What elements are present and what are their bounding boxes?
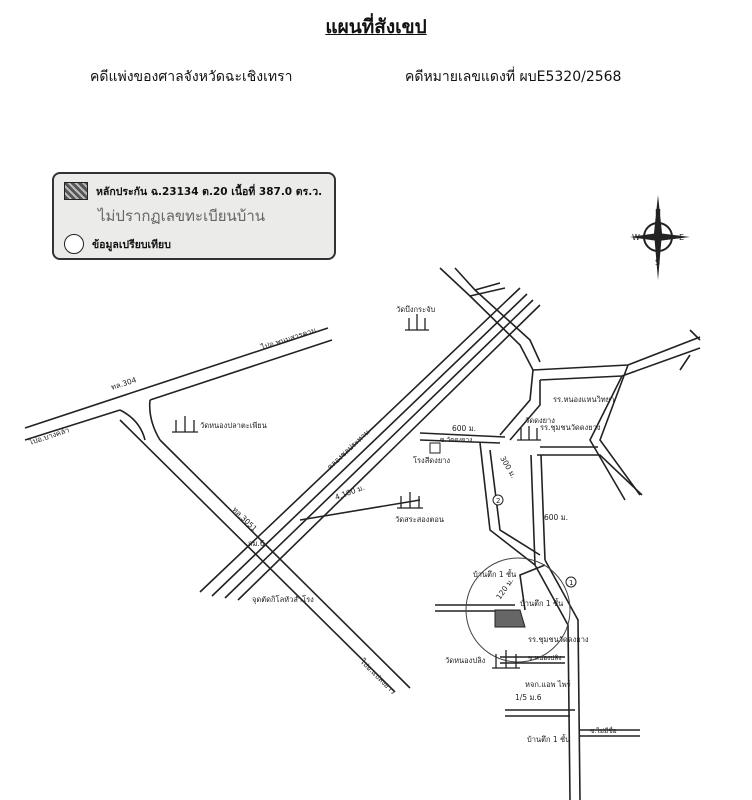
label-dist-600a: 600 ม. (452, 424, 476, 433)
temple-icon (172, 416, 198, 433)
temple-icon (492, 650, 520, 669)
label-hwy3051: ทล.3051 (231, 505, 259, 533)
label-wat-nongpling: วัดหนองปลิง (445, 656, 486, 665)
label-wat-sasong: วัดสระสองตอน (395, 515, 444, 524)
label-dist-600b: 600 ม. (544, 513, 568, 522)
label-wat-nongpla: วัดหนองปลาตะเพียน (200, 421, 267, 430)
label-to-bangkhla: ไปอ.บางคล้า (27, 425, 71, 447)
label-house2: บ้านตึก 1 ชั้น (520, 598, 563, 608)
temple-icon (397, 492, 423, 509)
svg-text:E: E (679, 233, 684, 242)
label-soi-nongpling: ซ.หนองปลิง (528, 654, 562, 662)
road-marker-1 (565, 576, 577, 588)
svg-text:W: W (632, 233, 640, 242)
label-dist-300: 300 ม. (498, 455, 518, 480)
collateral-plot (494, 609, 526, 628)
label-wat-bueng: วัดบึงกระจับ (396, 305, 435, 314)
label-dist-4100: 4,100 ม. (334, 483, 366, 502)
road-marker-1-label: 1 (569, 579, 573, 587)
label-junction: จุดตัดกิโลหัวสำโรง (252, 595, 314, 604)
svg-text:N: N (655, 208, 661, 217)
label-company: หจก.แอพ ไพร์ (525, 680, 571, 689)
label-soi-noname: ซ.ไม่มีชื่อ (590, 726, 617, 735)
circle-icon (64, 234, 84, 254)
road-to-wat-sasong (299, 499, 421, 521)
label-km6: กม.6 (248, 539, 265, 548)
compass: N E S W (630, 195, 690, 280)
page-title: แผนที่สังเขป (325, 16, 427, 38)
comparison-circle (465, 557, 571, 663)
label-to-plaengyao: ไปอ.แปลงยาว (358, 656, 398, 696)
temple-icons (172, 314, 541, 669)
label-hwy304: ทล.304 (110, 375, 138, 392)
legend-comparison: ข้อมูลเปรียบเทียบ (64, 234, 171, 254)
rice-mill-icon (429, 442, 441, 454)
label-house3: รร.ชุมชนวัดดงยาง (528, 635, 589, 644)
court-name: คดีแพ่งของศาลจังหวัดฉะเชิงเทรา (90, 69, 293, 85)
svg-text:S: S (655, 258, 660, 267)
temple-icon (405, 314, 429, 331)
hatch-icon (64, 182, 88, 200)
temple-icon (517, 426, 541, 441)
road-3051 (119, 419, 411, 693)
canal-highway (199, 287, 541, 601)
roads (24, 267, 701, 800)
label-school1: รร.หนองแหนวิทยา (553, 395, 614, 404)
road-marker-2-label: 2 (496, 497, 500, 505)
road-marker-2 (492, 494, 504, 506)
label-addr: 1/5 ม.6 (515, 693, 542, 702)
label-house1: บ้านตึก 1 ชั้น (473, 569, 516, 579)
legend-collateral: หลักประกัน ฉ.23134 ต.20 เนื้อที่ 387.0 ต… (64, 182, 322, 200)
label-school2: รร.ชุมชนวัดดงยาง (540, 423, 601, 432)
label-soi-dongyang: ซ.วัดดงยาง (440, 436, 472, 444)
road-curve (119, 399, 161, 441)
label-wat-dongyang: วัดดงยาง (525, 416, 555, 425)
label-house4: บ้านตึก 1 ชั้น (527, 734, 570, 744)
map-legend: หลักประกัน ฉ.23134 ต.20 เนื้อที่ 387.0 ต… (52, 172, 336, 260)
label-rice-mill: โรงสีดงยาง (413, 456, 450, 465)
legend-no-house-number: ไม่ปรากฏเลขทะเบียนบ้าน (98, 207, 265, 225)
road-304 (24, 327, 333, 441)
case-number: คดีหมายเลขแดงที่ ผบE5320/2568 (405, 69, 622, 85)
label-dist-120: 120 ม. (494, 576, 515, 601)
